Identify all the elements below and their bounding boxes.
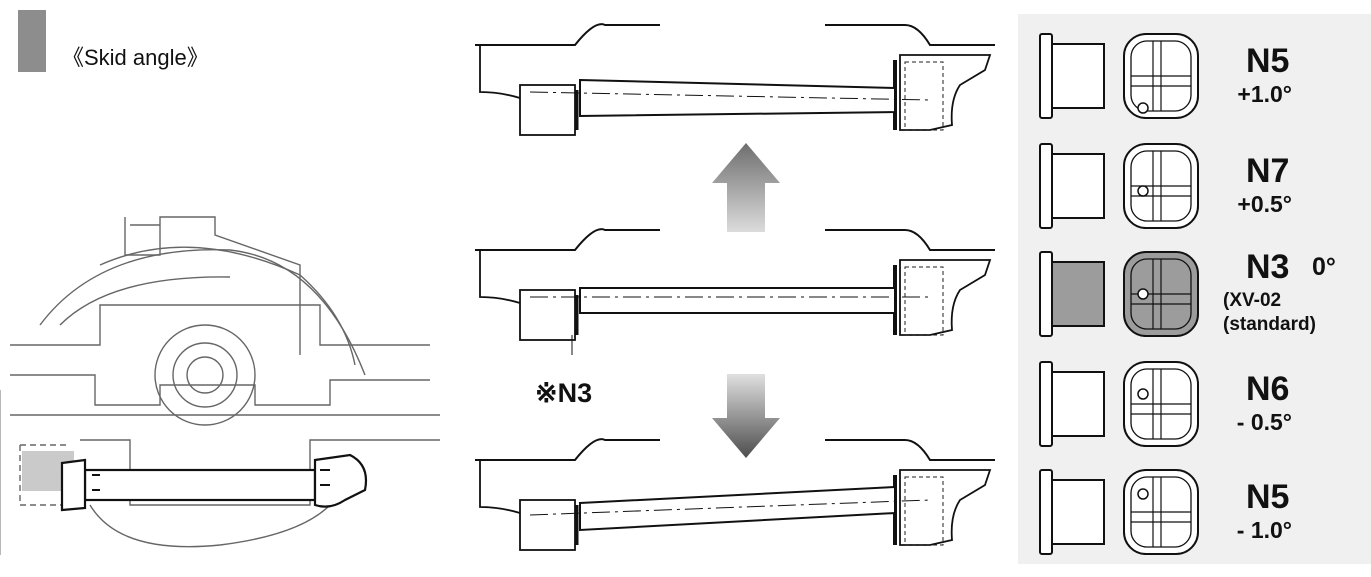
shim-code: N5 (1246, 478, 1290, 516)
shim-code: N6 (1246, 370, 1290, 408)
shim-row: N6 - 0.5° (1018, 352, 1371, 456)
shim-side-icon (1039, 143, 1105, 229)
shim-side-icon (1039, 361, 1105, 447)
shim-row: N5 +1.0° (1018, 24, 1371, 128)
shim-panel: N5 +1.0° N7 +0.5° N3 0° (XV-02 (standard) (1018, 14, 1371, 564)
header-marker (18, 10, 46, 72)
shim-code: N7 (1246, 152, 1290, 190)
shim-code: N5 (1246, 42, 1290, 80)
diagram-positive (473, 22, 997, 137)
arrow-down-icon (712, 374, 780, 458)
shim-row: N3 0° (XV-02 (standard) (1018, 242, 1371, 346)
diagram-standard (473, 227, 997, 355)
shim-front-icon (1123, 33, 1199, 119)
shim-row: N5 - 1.0° (1018, 460, 1371, 564)
shim-code: N3 (1246, 248, 1290, 286)
shim-note-standard: (standard) (1223, 314, 1316, 335)
shim-angle: 0° (1312, 253, 1336, 281)
machine-illustration (0, 216, 440, 555)
shim-front-icon (1123, 143, 1199, 229)
shim-angle: - 1.0° (1236, 517, 1292, 543)
shim-row: N7 +0.5° (1018, 134, 1371, 238)
shim-angle: +1.0° (1237, 81, 1292, 107)
arrow-up-icon (712, 143, 780, 232)
shim-side-icon (1039, 251, 1105, 337)
shim-note-model: (XV-02 (1223, 290, 1282, 311)
shim-front-icon (1123, 361, 1199, 447)
shim-side-icon (1039, 33, 1105, 119)
skid-diagrams (473, 22, 997, 552)
shim-side-icon (1039, 469, 1105, 555)
section-title: 《Skid angle》 (62, 45, 209, 70)
diagram-negative (473, 437, 997, 552)
shim-angle: - 0.5° (1236, 409, 1292, 435)
shim-front-icon (1123, 469, 1199, 555)
shim-angle: +0.5° (1237, 191, 1292, 217)
n3-callout: ※N3 (535, 378, 593, 408)
shim-front-icon (1123, 251, 1199, 337)
